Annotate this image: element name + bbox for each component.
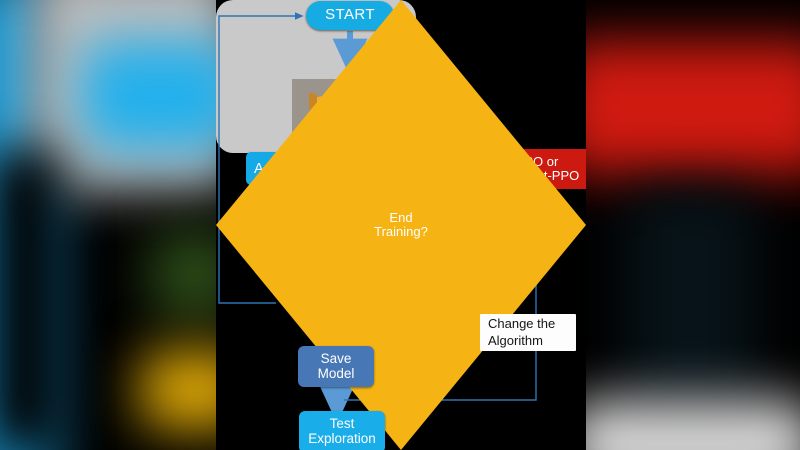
node-test-exploration-line1: Test: [329, 416, 355, 432]
node-save-model-line1: Save: [320, 350, 352, 366]
blurred-background-right: [586, 0, 800, 450]
node-end-training-line2: Training?: [374, 224, 428, 239]
callout-change-the-algorithm: Change the Algorithm: [480, 314, 576, 351]
callout-line2: Algorithm: [488, 332, 543, 348]
node-save-model-line2: Model: [317, 365, 355, 381]
callout-line1: Change the: [488, 316, 556, 332]
node-save-model[interactable]: Save Model: [298, 346, 374, 387]
diagram-panel: START Agent Academy External Communicato…: [216, 0, 586, 450]
node-end-training-line1: End: [389, 209, 413, 225]
node-end-training-decision[interactable]: End Training?: [216, 0, 586, 450]
blurred-background-left: [0, 0, 216, 450]
node-test-exploration[interactable]: Test Exploration: [299, 411, 385, 450]
node-start-label: START: [325, 6, 375, 24]
node-end-training-text: End Training?: [216, 0, 586, 450]
node-test-exploration-line2: Exploration: [308, 431, 376, 446]
node-start[interactable]: START: [306, 1, 394, 30]
